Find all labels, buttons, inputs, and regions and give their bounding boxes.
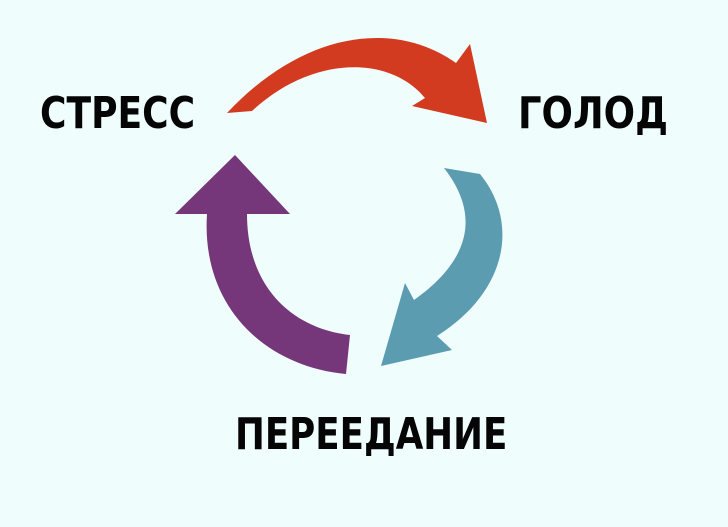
arrow-stress-to-hunger: [227, 37, 487, 124]
arrow-hunger-to-overeating: [381, 168, 503, 366]
node-label-hunger: ГОЛОД: [518, 88, 669, 139]
arrow-overeating-to-stress: [175, 155, 350, 374]
node-label-overeating: ПЕРЕЕДАНИЕ: [235, 409, 508, 460]
node-label-stress: СТРЕСС: [40, 88, 196, 139]
